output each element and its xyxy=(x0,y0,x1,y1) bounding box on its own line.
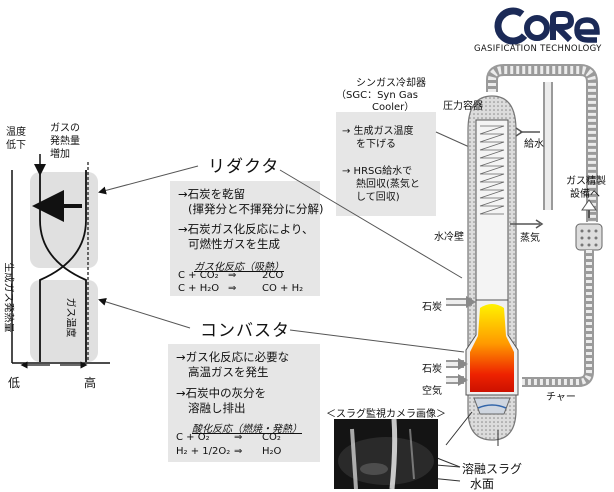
combustor-zone xyxy=(30,280,98,362)
temp-drop-label: 温度 低下 xyxy=(6,127,26,151)
reductor-r2b: CO + H₂ xyxy=(262,283,304,294)
x-axis-low: 低 xyxy=(8,376,21,390)
combustor-title: コンバスタ xyxy=(200,321,290,341)
sgc-p2a: → HRSG給水で xyxy=(342,166,413,177)
gas-refining-label: ガス精製 xyxy=(566,176,606,187)
logo-subtitle: GASIFICATION TECHNOLOGY xyxy=(474,44,602,54)
heat-increase-label: ガスの 発熱量 増加 xyxy=(50,123,80,160)
sgc-box xyxy=(336,112,436,216)
coal-label-1: 石炭 xyxy=(422,302,442,313)
reductor-r2a: C + H₂O xyxy=(178,283,220,294)
reductor-r2arrow: ⇒ xyxy=(228,283,237,294)
sgc-title1: シンガス冷却器 xyxy=(356,78,426,89)
core-logo xyxy=(494,7,600,45)
reductor-line2: (揮発分と不揮発分に分解) xyxy=(188,202,324,216)
reductor-reaction-title: ガス化反応（吸熱） xyxy=(194,262,284,273)
reductor-line3: →石炭ガス化反応により、 xyxy=(178,222,314,236)
reductor-line4: 可燃性ガスを生成 xyxy=(188,237,280,251)
combustor-box xyxy=(168,344,320,462)
sgc-title2: （SGC：Syn Gas xyxy=(336,90,418,101)
feed-water-label: 給水 xyxy=(524,139,544,150)
reductor-box xyxy=(170,181,320,296)
combustor-line1: →ガス化反応に必要な xyxy=(176,350,290,364)
combustor-r2b: H₂O xyxy=(262,446,282,457)
steam-label: 蒸気 xyxy=(520,233,540,244)
heat-temp-chart xyxy=(11,154,110,369)
combustor-line4: 溶融し排出 xyxy=(188,401,246,415)
molten-slag-label: 溶融スラグ xyxy=(462,462,523,476)
combustor-r1arrow: ⇒ xyxy=(234,432,243,443)
sgc-p1b: を下げる xyxy=(356,139,396,150)
heat-value-curve xyxy=(39,170,87,362)
reductor-line1: →石炭を乾留 xyxy=(178,187,246,201)
air-label: 空気 xyxy=(422,386,442,397)
sgc-p2b: 熱回収(蒸気と xyxy=(356,179,420,190)
sgc-title3: Cooler） xyxy=(372,102,415,113)
gas-refining-label2: 設備へ xyxy=(570,189,600,200)
reductor-r1a: C + CO₂ xyxy=(178,270,219,281)
combustor-line3: →石炭中の灰分を xyxy=(176,386,267,400)
water-surface-label: 水面 xyxy=(470,477,495,491)
combustor-reaction-title: 酸化反応（燃焼・発熱） xyxy=(192,424,302,435)
water-wall-label: 水冷壁 xyxy=(434,232,464,243)
sgc-p1a: → 生成ガス温度 xyxy=(342,126,414,137)
combustor-r2a: H₂ + 1/2O₂ xyxy=(176,446,231,457)
camera-caption: ＜スラグ監視カメラ画像＞ xyxy=(326,409,446,420)
combustor-r2arrow: ⇒ xyxy=(234,446,243,457)
flame xyxy=(470,304,514,392)
char-label: チャー xyxy=(546,392,576,403)
coal-label-2: 石炭 xyxy=(422,364,442,375)
reductor-r1arrow: ⇒ xyxy=(228,270,237,281)
combustor-r1a: C + O₂ xyxy=(176,432,210,443)
reductor-title: リダクタ xyxy=(208,157,280,177)
combustor-line2: 高温ガスを発生 xyxy=(188,365,269,379)
pressure-vessel-label: 圧力容器 xyxy=(443,101,483,112)
slag-camera-image xyxy=(334,419,438,489)
reductor-r1b: 2CO xyxy=(262,270,284,281)
sgc-p2c: して回収) xyxy=(356,192,400,203)
gas-temp-curve xyxy=(39,170,87,362)
combustor-r1b: CO₂ xyxy=(262,432,281,443)
x-axis-high: 高 xyxy=(84,376,97,390)
